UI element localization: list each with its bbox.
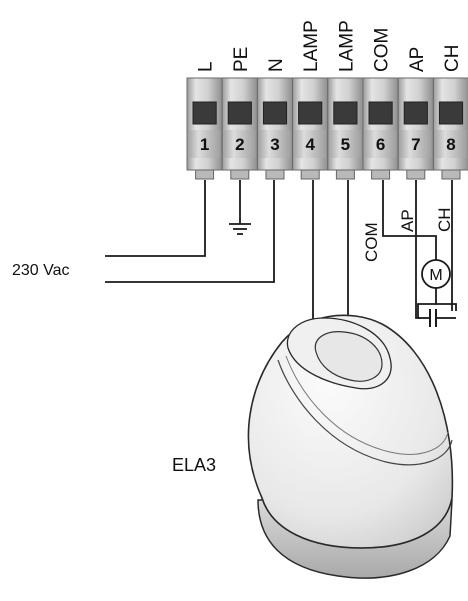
terminal-screw-slot [403, 101, 428, 125]
terminal-pin [300, 169, 320, 180]
ap-wire-label: AP [398, 209, 417, 232]
earth-symbol [229, 223, 251, 235]
terminal-screw-slot [298, 101, 323, 125]
terminal-2: 2 [221, 77, 258, 180]
lamp-label: ELA3 [172, 455, 216, 475]
supply-label: 230 Vac [12, 262, 70, 279]
terminal-label-7: AP [407, 47, 428, 72]
terminal-number-plate [224, 130, 256, 158]
terminal-block: 1 2 3 4 5 6 7 8 [186, 77, 468, 180]
terminal-number: 6 [376, 135, 385, 154]
terminal-label-6: COM [372, 28, 393, 72]
motor-label: M [429, 267, 442, 284]
wire-n [105, 180, 275, 283]
wires [105, 180, 457, 320]
capacitor-symbol [418, 309, 460, 333]
terminal-number: 7 [411, 135, 420, 154]
terminal-screw-slot [262, 101, 288, 125]
terminal-pin [406, 169, 426, 180]
wire-l [105, 180, 206, 257]
lamp-lens [314, 331, 383, 382]
terminal-number-plate [329, 130, 361, 158]
terminal-number: 2 [235, 135, 244, 154]
terminal-number: 3 [270, 135, 279, 154]
terminal-label-2: PE [231, 47, 252, 72]
terminal-3: 3 [256, 77, 294, 180]
wire-ch [440, 180, 453, 319]
terminal-pin [195, 169, 215, 180]
terminal-number-plate [189, 130, 221, 158]
wire-ap [415, 180, 428, 319]
motor-symbol: M [421, 259, 451, 289]
terminal-pin [230, 169, 250, 180]
terminal-4: 4 [292, 77, 329, 180]
terminal-5: 5 [327, 77, 364, 180]
wire-com [382, 180, 437, 260]
terminal-screw-slot [438, 101, 464, 125]
terminal-number: 5 [341, 135, 350, 154]
terminal-label-4: LAMP [301, 20, 322, 72]
terminal-label-5: LAMP [336, 20, 357, 72]
lamp-illustration [247, 314, 454, 579]
terminal-pin [371, 169, 391, 180]
terminal-label-3: N [266, 58, 287, 72]
lamp-inner-curve [277, 359, 453, 466]
terminal-label-8: CH [442, 45, 463, 72]
terminal-pin [335, 169, 355, 180]
terminal-pin [265, 169, 285, 180]
terminal-number-plate [435, 130, 467, 158]
terminal-number-plate [400, 130, 432, 158]
terminal-label-1: L [196, 61, 217, 72]
terminal-screw-slot [227, 101, 252, 125]
lamp-base-edge [261, 497, 453, 549]
terminal-number: 4 [305, 135, 315, 154]
terminal-7: 7 [397, 77, 434, 180]
terminal-pin [441, 169, 461, 180]
terminal-6: 6 [362, 77, 399, 180]
lamp-inner-curve-2 [285, 355, 449, 455]
terminal-number-plate [259, 130, 291, 158]
terminal-8: 8 [432, 77, 468, 180]
wire-motor-cap [417, 288, 437, 318]
terminal-1: 1 [186, 77, 223, 180]
terminal-number: 8 [446, 135, 455, 154]
terminal-number-plate [365, 130, 397, 158]
motor-wire-labels: COM AP CH [362, 207, 454, 262]
com-wire-label: COM [362, 222, 381, 262]
ch-wire-label: CH [435, 207, 454, 232]
terminal-labels: L PE N LAMP LAMP COM AP CH [196, 20, 463, 72]
terminal-screw-slot [192, 101, 217, 125]
terminal-screw-slot [333, 101, 358, 125]
terminal-number-plate [294, 130, 326, 158]
terminal-number: 1 [200, 135, 209, 154]
terminal-screw-slot [368, 101, 393, 125]
